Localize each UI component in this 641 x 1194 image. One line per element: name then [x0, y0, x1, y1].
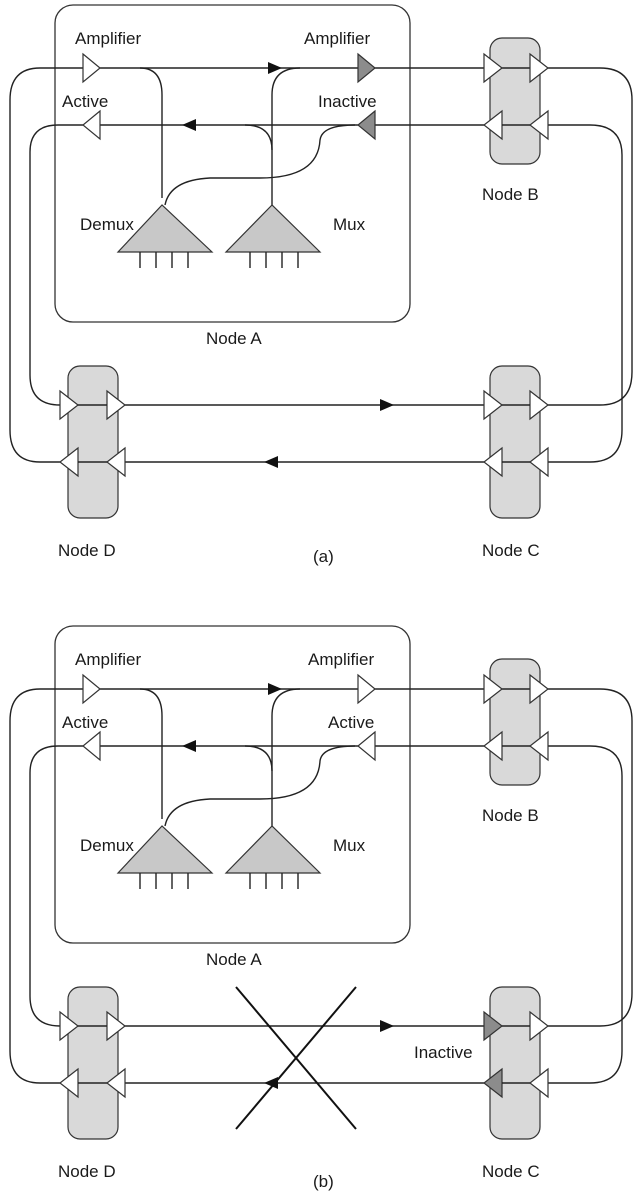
- amplifier-icon: [529, 673, 549, 705]
- state-label-left: Active: [62, 713, 108, 732]
- amplifier-label-left: Amplifier: [75, 650, 141, 669]
- mux-out-protect: [244, 745, 273, 772]
- arrow-west-top: [182, 740, 196, 752]
- amplifier-icon: [529, 730, 549, 762]
- amplifier-active-icon: [82, 109, 101, 141]
- panel-b: Amplifier Amplifier Active Active Demux …: [9, 625, 633, 1191]
- x-cross-icon: [235, 986, 357, 1130]
- amplifier-icon: [483, 52, 503, 84]
- amplifier-active-icon: [357, 673, 376, 705]
- amplifier-icon: [529, 446, 549, 478]
- mux-out-protect: [244, 124, 273, 151]
- amplifier-label-right: Amplifier: [304, 29, 370, 48]
- node-d: [67, 365, 119, 519]
- panel-caption: (a): [313, 547, 334, 566]
- node-c-label: Node C: [482, 1162, 540, 1181]
- arrow-east-top: [268, 62, 282, 74]
- node-b-label: Node B: [482, 185, 539, 204]
- amplifier-inactive-icon: [357, 52, 376, 84]
- fiber-right-inner: [548, 124, 623, 463]
- node-d-label: Node D: [58, 541, 116, 560]
- mux-ports: [249, 873, 299, 889]
- demux-ports: [139, 873, 189, 889]
- arrow-east-bottom: [380, 399, 394, 411]
- node-c: [489, 365, 541, 519]
- amplifier-label-right: Amplifier: [308, 650, 374, 669]
- node-c-state-label: Inactive: [414, 1043, 473, 1062]
- node-a-box: [54, 625, 411, 944]
- arrow-west-bottom: [264, 456, 278, 468]
- fiber-right-inner: [548, 745, 623, 1084]
- node-a-label: Node A: [206, 950, 262, 969]
- mux-out-top: [271, 67, 301, 210]
- fiber-left-outer: [9, 67, 83, 463]
- mux-icon: [224, 825, 322, 874]
- state-label-right: Active: [328, 713, 374, 732]
- demux-protect-feed: [164, 745, 356, 827]
- demux-feed: [139, 67, 163, 198]
- mux-icon: [224, 204, 322, 253]
- amplifier-inactive-icon: [483, 1010, 503, 1042]
- amplifier-active-icon: [82, 52, 101, 84]
- node-d-label: Node D: [58, 1162, 116, 1181]
- amplifier-icon: [483, 673, 503, 705]
- amplifier-icon: [106, 446, 126, 478]
- fiber-left-inner: [29, 745, 83, 1027]
- amplifier-icon: [529, 1067, 549, 1099]
- arrow-west-bottom: [264, 1077, 278, 1089]
- mux-ports: [249, 252, 299, 268]
- demux-icon: [116, 204, 214, 253]
- amplifier-label-left: Amplifier: [75, 29, 141, 48]
- node-d: [67, 986, 119, 1140]
- demux-ports: [139, 252, 189, 268]
- state-label-right: Inactive: [318, 92, 377, 111]
- fiber-left-outer: [9, 688, 83, 1084]
- fiber-right-outer: [548, 688, 633, 1027]
- amplifier-icon: [106, 1067, 126, 1099]
- fiber-left-inner: [29, 124, 83, 406]
- arrow-west-top: [182, 119, 196, 131]
- node-c: [489, 986, 541, 1140]
- demux-label: Demux: [80, 215, 134, 234]
- panel-a: Amplifier Amplifier Active Inactive Demu…: [9, 4, 633, 566]
- amplifier-icon: [59, 1010, 79, 1042]
- amplifier-active-icon: [82, 673, 101, 705]
- amplifier-active-icon: [357, 730, 376, 762]
- amplifier-icon: [529, 52, 549, 84]
- mux-out-top: [271, 688, 301, 831]
- panel-caption: (b): [313, 1172, 334, 1191]
- arrow-east-bottom: [380, 1020, 394, 1032]
- demux-icon: [116, 825, 214, 874]
- fiber-right-outer: [548, 67, 633, 406]
- demux-feed: [139, 688, 163, 819]
- amplifier-icon: [59, 389, 79, 421]
- state-label-left: Active: [62, 92, 108, 111]
- amplifier-icon: [483, 389, 503, 421]
- node-a-label: Node A: [206, 329, 262, 348]
- amplifier-icon: [529, 109, 549, 141]
- node-b-label: Node B: [482, 806, 539, 825]
- amplifier-active-icon: [82, 730, 101, 762]
- mux-label: Mux: [333, 836, 366, 855]
- demux-inactive-feed: [164, 124, 356, 206]
- node-c-label: Node C: [482, 541, 540, 560]
- arrow-east-top: [268, 683, 282, 695]
- node-a-box: [54, 4, 411, 323]
- mux-label: Mux: [333, 215, 366, 234]
- amplifier-inactive-icon: [357, 109, 376, 141]
- demux-label: Demux: [80, 836, 134, 855]
